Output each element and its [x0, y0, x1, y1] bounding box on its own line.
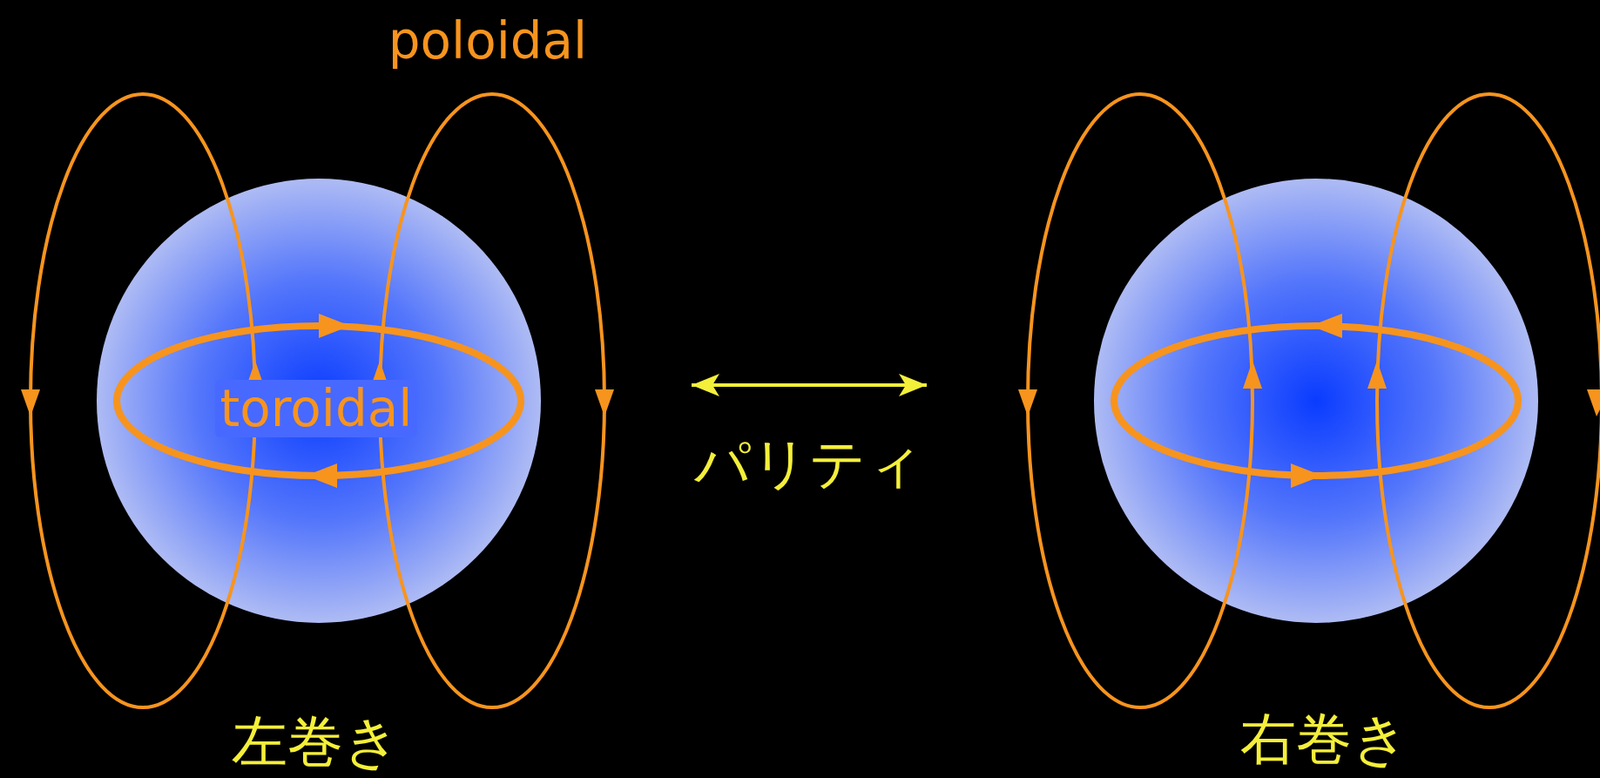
field-name: poloidal [388, 12, 588, 71]
poloidal-loop [1377, 94, 1600, 708]
field-arrowhead [1290, 463, 1323, 488]
handedness-label: 左巻き [231, 709, 401, 775]
sphere-node: 右巻き [1093, 178, 1539, 623]
handedness-label: 右巻き [1240, 707, 1410, 772]
parity-arrow [691, 383, 927, 387]
field-arrowhead [305, 463, 338, 488]
operation-label: パリティ [694, 432, 925, 497]
field-arrowhead [1018, 389, 1038, 417]
field-arrowhead [1242, 360, 1263, 389]
field-arrowhead [20, 389, 41, 417]
sphere-node: toroidal左巻き [96, 178, 541, 623]
toroidal-ring [1113, 325, 1519, 476]
field-arrowhead [1310, 313, 1343, 338]
field-arrowhead [1586, 389, 1600, 417]
toroidal-ring [116, 325, 521, 476]
poloidal-loop [1027, 94, 1253, 708]
field-arrowhead [318, 313, 351, 338]
field-arrowhead [594, 389, 615, 417]
star-sphere [1093, 178, 1539, 623]
field-name: toroidal [215, 379, 419, 439]
star-sphere [96, 178, 541, 623]
field-arrowhead [1367, 360, 1387, 389]
